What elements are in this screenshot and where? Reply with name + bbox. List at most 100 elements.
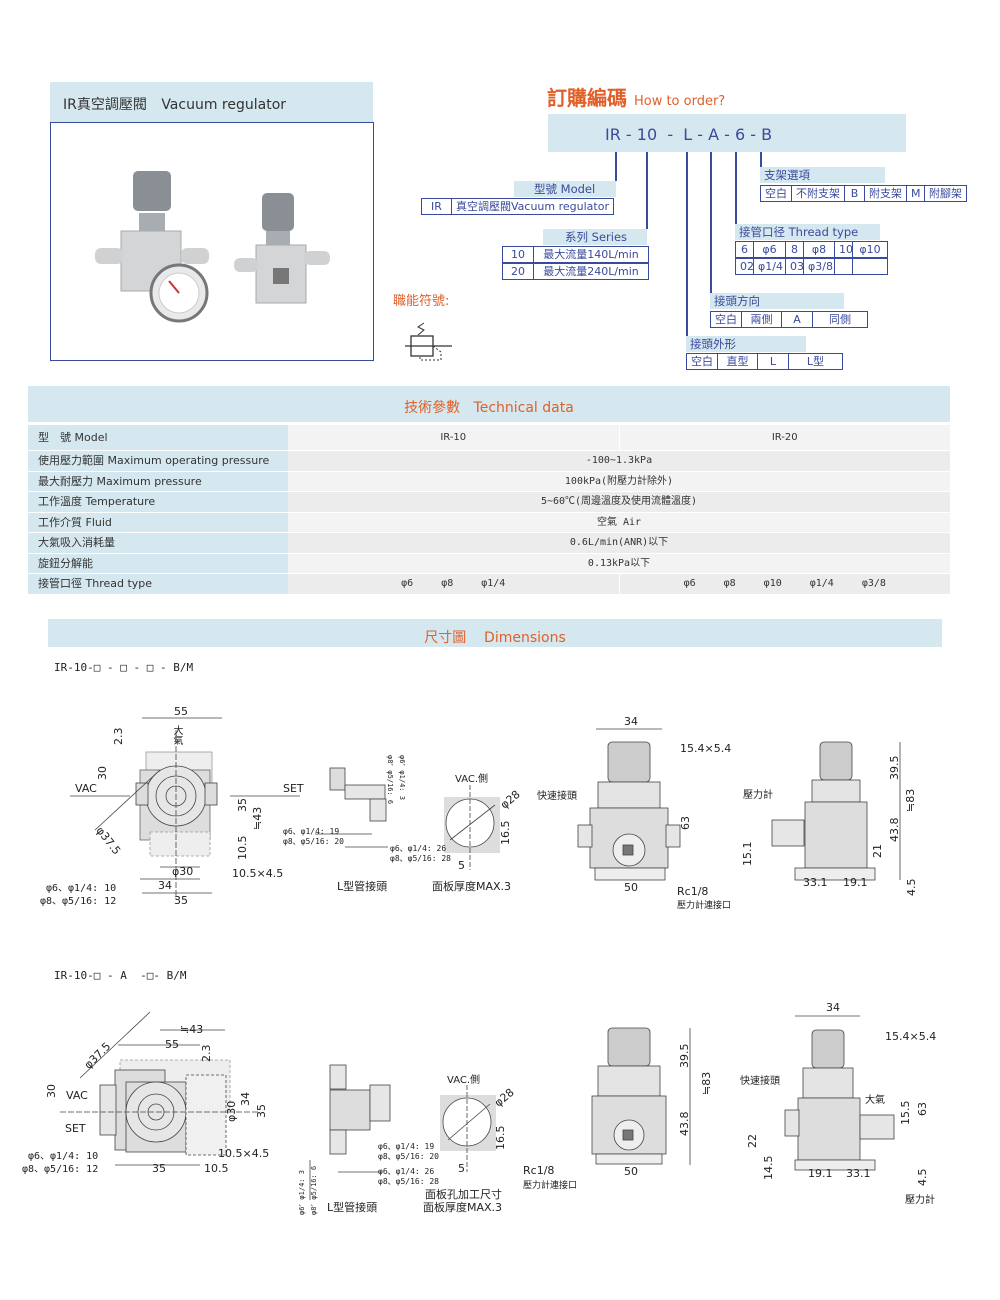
dim-label: 22 — [746, 1134, 759, 1148]
dim-label: 4.5 — [905, 878, 918, 897]
dim-label: 35 — [236, 798, 249, 812]
dim-label: φ37.5 — [81, 1039, 114, 1072]
gauge-port-label: 壓力計連接口 — [677, 901, 732, 911]
series-head: 系列 Series — [543, 229, 647, 245]
dim-label: 16.5 — [499, 820, 512, 846]
dim-label: φ8、φ5/16: 20 — [283, 837, 344, 846]
product-title-en: Vacuum regulator — [161, 97, 287, 113]
dims-title: 尺寸圖 — [424, 630, 467, 646]
product-title: IR真空調壓閥 — [63, 97, 147, 113]
dim-label: 35 — [174, 894, 188, 907]
vac-label: VAC — [75, 782, 97, 795]
direction-head: 接頭方向 — [710, 293, 844, 309]
dim-label: VAC.側 — [455, 774, 489, 785]
dim-label: 34 — [624, 715, 638, 728]
model-head: 型號 Model — [514, 181, 616, 197]
tech-header: 技術參數 Technical data — [28, 386, 950, 422]
quick-joint-label: 快速接頭 — [740, 1076, 780, 1087]
dim-label: φ8、φ5/16: 20 — [378, 1152, 439, 1161]
model-code-1: IR-10-□ - □ - □ - B/M — [54, 661, 194, 674]
dim-label: 2.3 — [200, 1044, 213, 1063]
connector-line — [615, 152, 617, 181]
tech-title: 技術參數 — [404, 400, 461, 416]
function-symbol-icon — [405, 322, 452, 361]
dim-label: 15.5 — [899, 1100, 912, 1126]
tech-title-en: Technical data — [473, 400, 574, 416]
dim-label: φ6、φ1/4: 26 — [390, 844, 447, 853]
gauge-label: 壓力計 — [905, 1195, 935, 1206]
dim-label: φ37.5 — [93, 824, 124, 858]
dim-label: 55 — [174, 705, 188, 718]
dim-label: 63 — [679, 816, 692, 830]
dim-label: 21 — [871, 844, 884, 858]
dim-label: 10.5×4.5 — [218, 1147, 270, 1160]
dim-label: 39.5 — [888, 755, 901, 781]
dim-label: 35 — [255, 1104, 268, 1118]
panel-caption: 面板厚度MAX.3 — [432, 880, 512, 893]
dim-label: φ8、φ5/16: 12 — [22, 1164, 99, 1175]
dim-label: 4.5 — [916, 1168, 929, 1187]
dim-label: φ6、φ1/4: 10 — [28, 1151, 99, 1162]
dim-label: 39.5 — [678, 1043, 691, 1069]
order-title: 訂購編碼 How to order? — [547, 82, 725, 111]
quick-joint-label: 快速接頭 — [537, 791, 577, 802]
dim-label: φ6、φ1/4: 26 — [378, 1167, 435, 1176]
dim-label: 50 — [624, 1165, 638, 1178]
dim-label: Rc1/8 — [677, 885, 709, 898]
bracket-head: 支架選項 — [760, 167, 885, 183]
dim-label: VAC.側 — [447, 1075, 481, 1086]
product-image — [50, 122, 374, 361]
dim-label: φ8、φ5/16: 28 — [390, 854, 451, 863]
dim-label: 35 — [152, 1162, 166, 1175]
dim-label: φ6、φ1/4: 10 — [46, 883, 117, 894]
dim-label: 2.3 — [112, 727, 125, 746]
atmosphere-label: 大氣 — [171, 725, 182, 745]
model-code-2: IR-10-□ - A -□- B/M — [54, 969, 187, 982]
product-title-bar: IR真空調壓閥 Vacuum regulator — [50, 82, 373, 122]
dim-label: φ6、φ1/4: 3 φ8、φ5/16: 6 — [386, 755, 406, 805]
dim-label: 19.1 — [808, 1167, 833, 1180]
connector-line — [710, 152, 712, 293]
dim-label: 33.1 — [803, 876, 828, 889]
dim-label: 15.4×5.4 — [885, 1030, 937, 1043]
set-label: SET — [65, 1122, 86, 1135]
dim-label: φ30 — [172, 865, 194, 878]
dim-label: 5 — [458, 1162, 465, 1175]
symbol-label: 職能符號: — [393, 294, 450, 309]
thread-head: 接管口径 Thread type — [735, 224, 880, 240]
dim-label: φ28 — [497, 787, 523, 812]
dim-label: 30 — [45, 1084, 58, 1098]
l-joint-caption: L型管接頭 — [337, 880, 388, 893]
connector-line — [760, 152, 762, 167]
connector-line — [686, 152, 688, 336]
connector-line — [735, 152, 737, 224]
order-title-zh: 訂購編碼 — [547, 86, 627, 110]
dim-label: 16.5 — [494, 1125, 507, 1151]
vac-label: VAC — [66, 1089, 88, 1102]
panel-caption: 面板孔加工尺寸 — [425, 1188, 502, 1201]
shape-head: 接頭外形 — [686, 336, 806, 352]
dim-label: ≒43 — [180, 1023, 204, 1036]
regulator-photo — [95, 171, 330, 323]
dim-label: 30 — [96, 766, 109, 780]
dim-label: 34 — [239, 1092, 252, 1106]
dims-title-en: Dimensions — [484, 630, 566, 646]
connector-line — [646, 152, 648, 229]
dim-label: 5 — [458, 859, 465, 872]
dim-label: ≒43 — [251, 806, 264, 830]
gauge-port-label: 壓力計連接口 — [523, 1181, 578, 1191]
dim-label: 63 — [916, 1102, 929, 1116]
dim-label: 34 — [158, 879, 172, 892]
